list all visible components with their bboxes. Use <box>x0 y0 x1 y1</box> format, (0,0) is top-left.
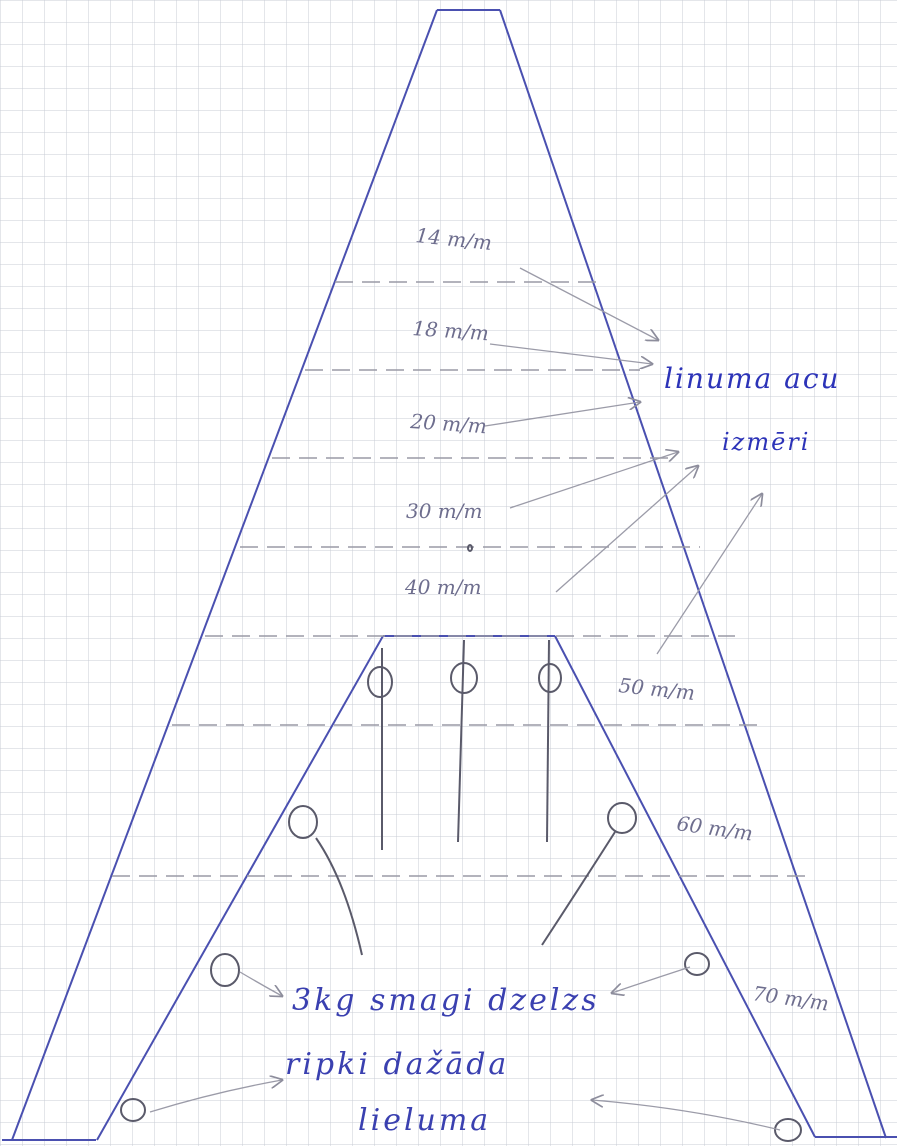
ring-weights <box>120 544 802 1142</box>
net-outline <box>2 9 897 1141</box>
ring-weight <box>288 805 363 956</box>
ring-weight <box>450 639 478 843</box>
ring-weight <box>774 1118 802 1142</box>
weights-caption-line3: lieluma <box>358 1103 491 1138</box>
ring-weight <box>467 544 473 552</box>
ring-weight <box>538 639 562 843</box>
ring-weight <box>684 952 710 976</box>
size-label-20: 20 m/m <box>409 409 488 438</box>
weight-arrows <box>149 966 781 1131</box>
size-arrows <box>484 267 762 655</box>
mesh-size-caption-line1: linuma acu <box>664 362 841 395</box>
ring-weight <box>367 648 393 850</box>
weights-caption-line1: 3kg smagi dzelzs <box>292 983 600 1018</box>
size-label-18: 18 m/m <box>412 316 490 345</box>
size-label-30: 30 m/m <box>406 499 482 523</box>
ring-weight <box>120 1098 146 1122</box>
ring-weight <box>541 802 637 946</box>
mesh-size-caption-line2: izmēri <box>722 428 810 456</box>
ring-weight <box>210 953 240 987</box>
mesh-divisions <box>112 281 806 877</box>
size-label-40: 40 m/m <box>404 575 481 599</box>
weights-caption-line2: ripki dažāda <box>285 1047 509 1082</box>
